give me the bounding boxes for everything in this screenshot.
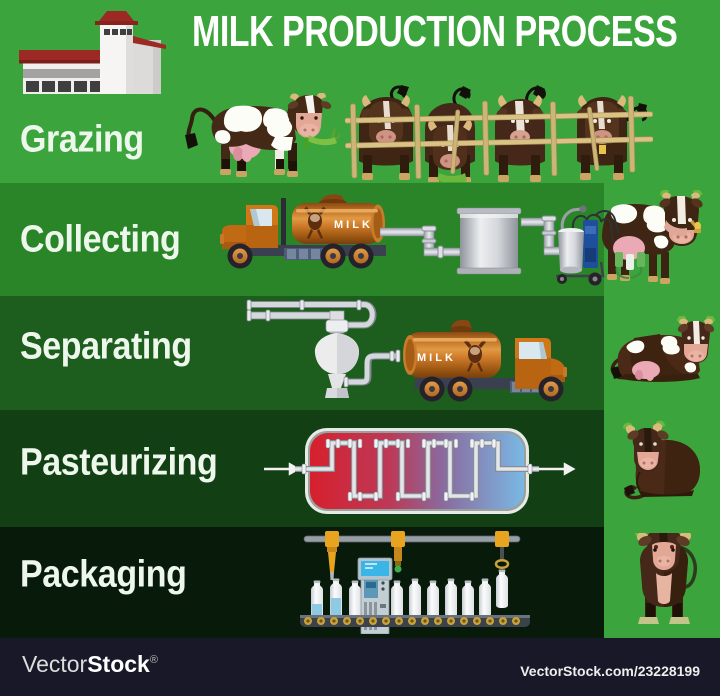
svg-text:MILK: MILK [417,352,456,364]
svg-text:MILK: MILK [334,219,373,231]
